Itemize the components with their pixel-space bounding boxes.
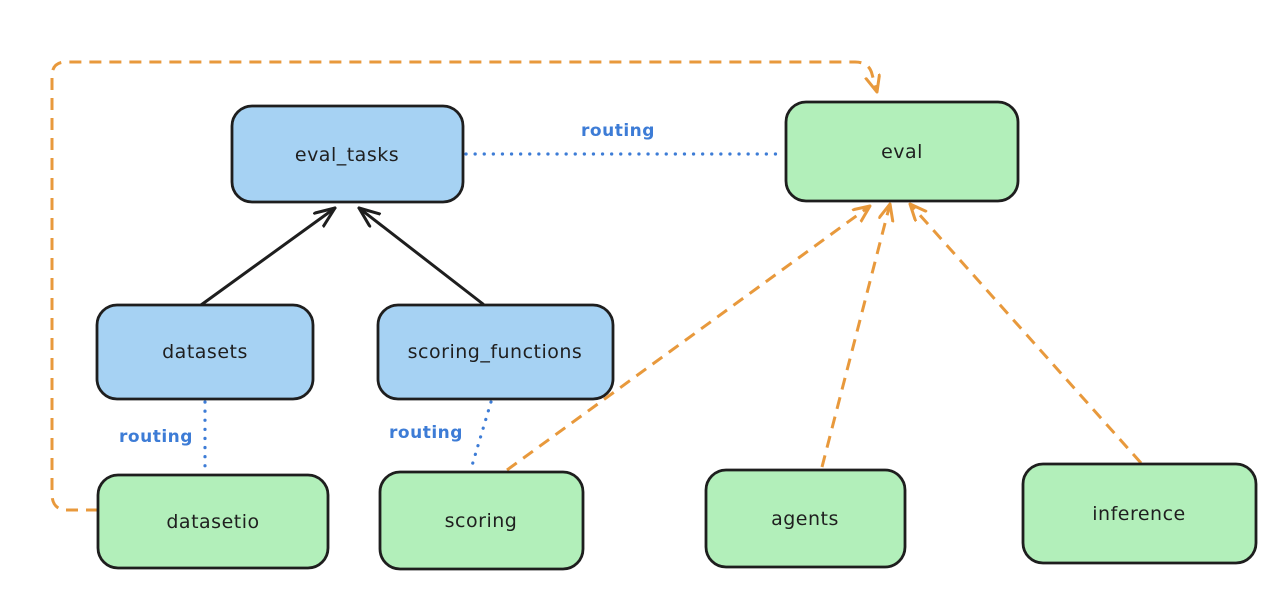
node-datasets: datasets <box>95 303 315 401</box>
routing-label-scoring: routing <box>389 423 463 443</box>
edge-agents-to-eval <box>820 204 890 468</box>
routing-label-top: routing <box>581 121 655 141</box>
node-datasetio: datasetio <box>96 473 330 570</box>
node-scoring-functions-label: scoring_functions <box>408 341 583 363</box>
edge-inference-to-eval <box>910 204 1143 464</box>
edge-scoring-functions-to-eval-tasks <box>357 206 485 306</box>
node-agents-label: agents <box>771 508 839 530</box>
edge-scoring-to-eval <box>506 206 870 472</box>
node-eval-label: eval <box>881 141 923 163</box>
node-scoring-functions: scoring_functions <box>376 303 615 401</box>
edge-datasetio-to-eval <box>50 60 877 512</box>
edge-scoring-functions-to-scoring-routing <box>469 400 493 471</box>
node-eval-tasks: eval_tasks <box>230 104 465 204</box>
node-inference: inference <box>1021 462 1258 565</box>
node-agents: agents <box>704 468 907 569</box>
node-scoring-label: scoring <box>445 510 518 532</box>
node-eval: eval <box>784 100 1020 203</box>
routing-label-datasets: routing <box>119 427 193 447</box>
edge-datasets-to-eval-tasks <box>199 206 337 307</box>
node-scoring: scoring <box>378 470 585 571</box>
node-datasets-label: datasets <box>162 341 248 363</box>
node-eval-tasks-label: eval_tasks <box>295 144 399 166</box>
node-datasetio-label: datasetio <box>166 511 259 533</box>
node-inference-label: inference <box>1092 503 1185 525</box>
